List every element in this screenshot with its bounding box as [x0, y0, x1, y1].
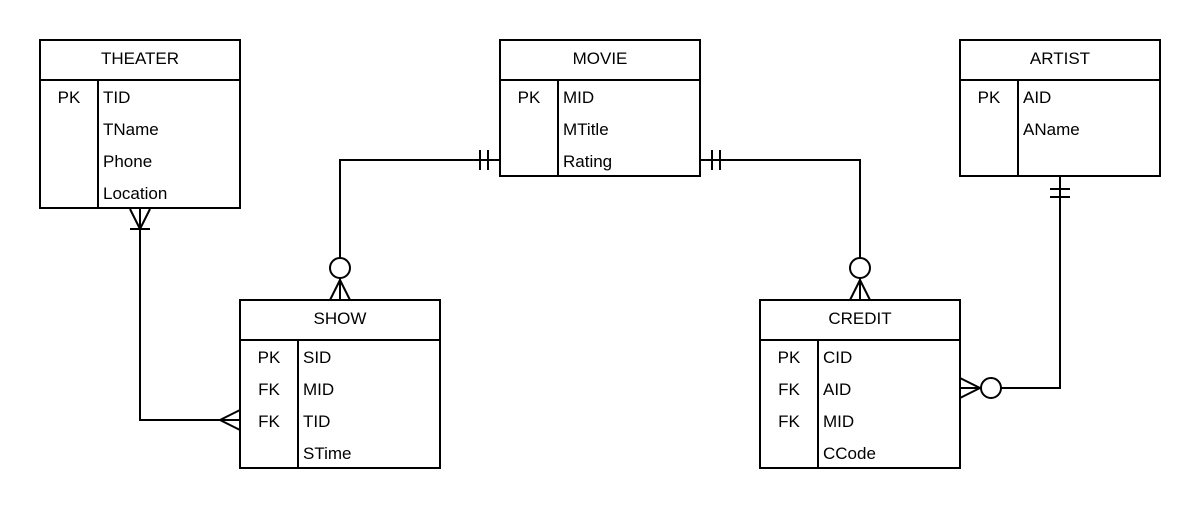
attribute-column: TID TName Phone Location — [99, 81, 239, 211]
key-cell — [41, 181, 97, 213]
entity-credit[interactable]: CREDIT PK FK FK CID AID MID CCode — [759, 299, 961, 469]
key-cell — [961, 117, 1017, 149]
key-column: PK — [41, 81, 99, 207]
key-cell — [501, 149, 557, 181]
relationship-artist-credit — [959, 177, 1070, 399]
entity-artist[interactable]: ARTIST PK AID AName — [959, 39, 1161, 177]
entity-movie[interactable]: MOVIE PK MID MTitle Rating — [499, 39, 701, 177]
attribute-name: MID — [303, 380, 335, 399]
key-cell: PK — [977, 88, 1001, 107]
entity-title: THEATER — [41, 41, 239, 81]
key-cell — [241, 441, 297, 473]
attribute-name: MTitle — [563, 120, 609, 139]
key-cell — [961, 149, 1017, 181]
key-cell: PK — [777, 348, 801, 367]
attribute-name: MID — [563, 88, 595, 107]
key-cell: FK — [258, 380, 280, 399]
attribute-column: CID AID MID CCode — [819, 341, 959, 471]
key-cell: PK — [57, 88, 81, 107]
entity-show[interactable]: SHOW PK FK FK SID MID TID STime — [239, 299, 441, 469]
entity-attributes: PK AID AName — [961, 81, 1159, 175]
entity-title: ARTIST — [961, 41, 1159, 81]
attribute-column: AID AName — [1019, 81, 1159, 179]
key-column: PK — [501, 81, 559, 175]
entity-attributes: PK FK FK SID MID TID STime — [241, 341, 439, 467]
key-column: PK FK FK — [761, 341, 819, 467]
entity-title: CREDIT — [761, 301, 959, 341]
attribute-name: AName — [1023, 120, 1080, 139]
relationship-movie-credit — [700, 150, 871, 301]
attribute-column: SID MID TID STime — [299, 341, 439, 471]
attribute-name: Phone — [103, 152, 153, 171]
attribute-name: Rating — [563, 152, 613, 171]
key-cell: FK — [258, 412, 280, 431]
key-cell — [761, 441, 817, 473]
attribute-name — [1019, 149, 1159, 181]
attribute-name: STime — [303, 444, 352, 463]
attribute-name: AID — [1023, 88, 1052, 107]
attribute-name: CCode — [823, 444, 876, 463]
key-column: PK — [961, 81, 1019, 175]
attribute-name: TID — [303, 412, 331, 431]
attribute-name: TID — [103, 88, 131, 107]
key-cell — [501, 117, 557, 149]
relationship-movie-show — [329, 150, 500, 301]
entity-title: MOVIE — [501, 41, 699, 81]
attribute-name: CID — [823, 348, 853, 367]
key-cell: PK — [517, 88, 541, 107]
key-cell — [41, 117, 97, 149]
key-cell: PK — [257, 348, 281, 367]
entity-title: SHOW — [241, 301, 439, 341]
attribute-name: TName — [103, 120, 159, 139]
key-cell: FK — [778, 412, 800, 431]
attribute-name: Location — [103, 184, 168, 203]
entity-attributes: PK TID TName Phone Location — [41, 81, 239, 207]
key-cell: FK — [778, 380, 800, 399]
relationship-theater-show — [129, 208, 241, 431]
key-column: PK FK FK — [241, 341, 299, 467]
attribute-name: AID — [823, 380, 852, 399]
attribute-name: MID — [823, 412, 855, 431]
attribute-name: SID — [303, 348, 332, 367]
entity-attributes: PK MID MTitle Rating — [501, 81, 699, 175]
entity-attributes: PK FK FK CID AID MID CCode — [761, 341, 959, 467]
attribute-column: MID MTitle Rating — [559, 81, 699, 179]
entity-theater[interactable]: THEATER PK TID TName Phone Location — [39, 39, 241, 209]
key-cell — [41, 149, 97, 181]
